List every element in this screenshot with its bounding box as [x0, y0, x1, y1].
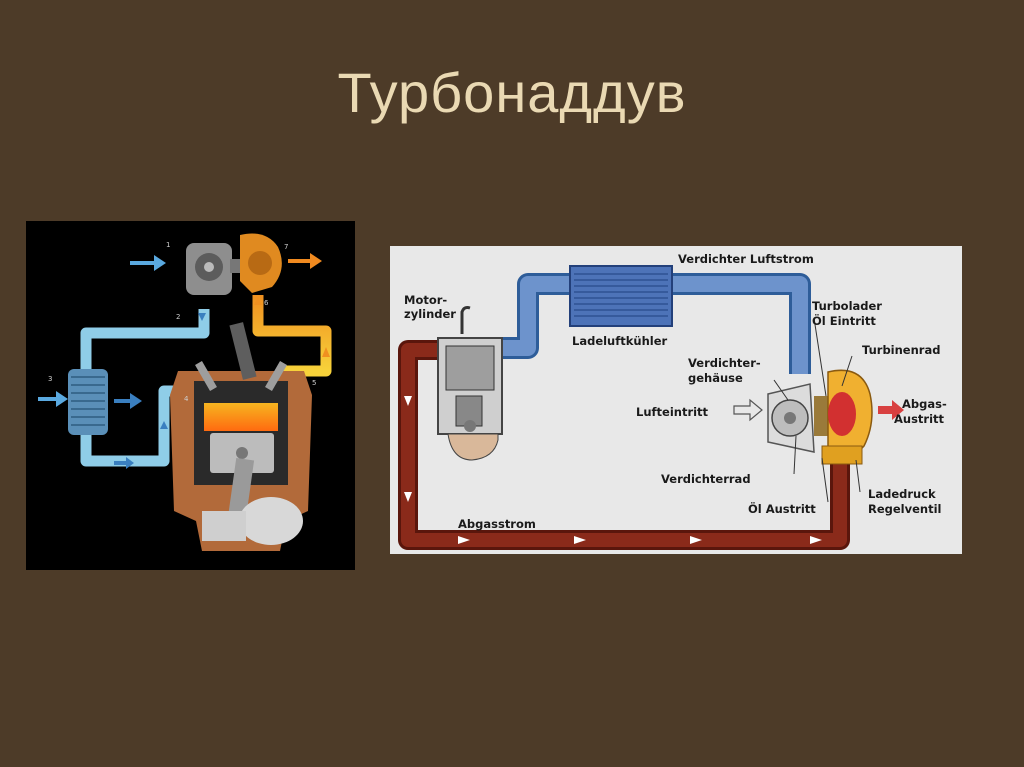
label-ladedruck: Ladedruck [868, 487, 936, 501]
leader-lines [773, 317, 861, 503]
intercooler [569, 265, 673, 327]
compressor-housing [767, 383, 815, 453]
label-regelventil: Regelventil [868, 502, 942, 516]
intercooler [68, 369, 108, 435]
label-gehaeuse: gehäuse [688, 371, 743, 385]
label-lufteintritt: Lufteintritt [636, 405, 709, 419]
turbocharger [186, 233, 282, 295]
number-3: 3 [48, 375, 52, 383]
flow-arrows [404, 396, 904, 544]
motor-cylinder [437, 306, 503, 461]
label-abgas: Abgas- [902, 397, 947, 411]
number-5: 5 [312, 379, 316, 387]
label-verdichterrad: Verdichterrad [661, 472, 751, 486]
label-motor: Motor- [404, 293, 447, 307]
label-zylinder: zylinder [404, 307, 456, 321]
labeled-turbo-schematic: Verdichter Luftstrom Motor- zylinder Lad… [398, 252, 947, 550]
number-1: 1 [166, 241, 170, 249]
right-turbo-diagram: Verdichter Luftstrom Motor- zylinder Lad… [390, 246, 962, 554]
label-turbolader: Turbolader [812, 299, 882, 313]
hot-exhaust-pipe [252, 295, 332, 377]
label-ladeluftkuehler: Ladeluftkühler [572, 334, 668, 348]
label-verdichter: Verdichter- [688, 356, 761, 370]
engine-cylinder [170, 322, 312, 551]
charge-air-pipe [498, 273, 811, 374]
slide-title: Турбонаддув [337, 61, 687, 124]
number-7: 7 [284, 243, 288, 251]
diagram-labels: Verdichter Luftstrom Motor- zylinder Lad… [404, 252, 947, 531]
label-turbinenrad: Turbinenrad [862, 343, 940, 357]
engine-turbo-schematic: 1 2 3 4 5 6 7 [38, 233, 332, 551]
number-2: 2 [176, 313, 180, 321]
number-6: 6 [264, 299, 269, 307]
label-abgasstrom: Abgasstrom [458, 517, 536, 531]
label-oel-austritt: Öl Austritt [748, 501, 816, 516]
turbine [814, 369, 873, 465]
exhaust-pipe [398, 340, 850, 550]
component-numbers: 1 2 3 4 5 6 7 [48, 241, 316, 403]
label-oel-eintritt: Öl Eintritt [812, 313, 876, 328]
airflow-arrows [38, 253, 330, 469]
number-4: 4 [184, 395, 189, 403]
label-verdichter-luftstrom: Verdichter Luftstrom [678, 252, 814, 266]
left-turbo-diagram: 1 2 3 4 5 6 7 [26, 221, 355, 570]
label-austritt: Austritt [894, 412, 945, 426]
